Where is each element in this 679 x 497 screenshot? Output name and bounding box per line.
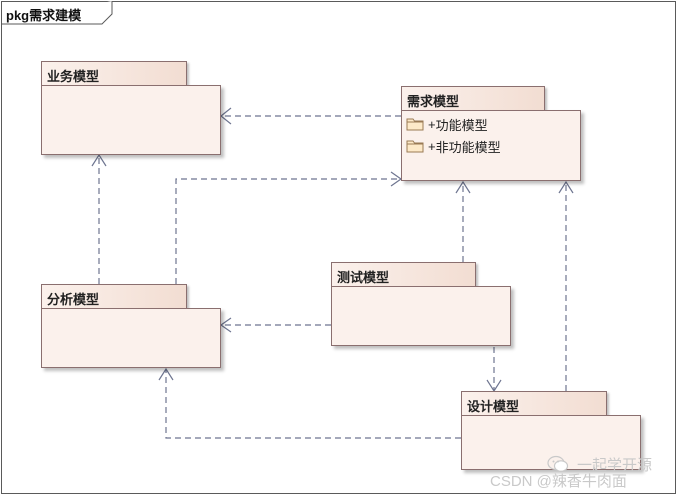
package-test[interactable]: 测试模型: [331, 262, 511, 347]
package-test-body: [331, 286, 511, 346]
member-nonfunctional-model[interactable]: + 非功能模型: [406, 137, 501, 155]
package-test-name: 测试模型: [337, 270, 390, 285]
arrowhead-requirements-bottom-2: [558, 180, 574, 194]
package-analysis[interactable]: 分析模型: [41, 284, 221, 369]
package-requirements-name: 需求模型: [407, 94, 460, 109]
package-test-tab: 测试模型: [331, 262, 476, 287]
arrowhead-requirements-bottom-1: [455, 180, 471, 194]
package-requirements[interactable]: 需求模型 + 功能模型 + 非功能模型: [401, 86, 581, 182]
member-name: 非功能模型: [435, 139, 501, 155]
package-design[interactable]: 设计模型: [461, 391, 641, 471]
wechat-icon: [547, 455, 569, 472]
arrowhead-analysis-right: [219, 317, 232, 333]
frame-tab: [1, 1, 113, 25]
arrowhead-business-right: [220, 107, 232, 125]
package-design-tab: 设计模型: [461, 391, 607, 416]
package-business[interactable]: 业务模型: [41, 61, 221, 156]
package-design-name: 设计模型: [467, 399, 520, 414]
dependency-design-to-analysis: [165, 369, 461, 439]
member-visibility: +: [428, 116, 436, 132]
arrowhead-analysis-bottom: [158, 367, 174, 381]
folder-icon: [406, 140, 424, 153]
package-business-tab: 业务模型: [41, 61, 187, 86]
watermark-csdn: CSDN @辣香牛肉面: [490, 473, 627, 490]
package-analysis-body: [41, 308, 221, 368]
package-design-body: [461, 415, 641, 470]
folder-icon: [406, 118, 424, 131]
member-visibility: +: [428, 138, 436, 154]
package-analysis-name: 分析模型: [47, 292, 100, 307]
dependency-analysis-to-requirements: [175, 178, 401, 284]
package-requirements-body: + 功能模型 + 非功能模型: [401, 110, 581, 181]
package-analysis-tab: 分析模型: [41, 284, 187, 309]
member-functional-model[interactable]: + 功能模型: [406, 115, 488, 133]
frame-label: pkg需求建模: [6, 8, 82, 23]
member-name: 功能模型: [435, 117, 488, 133]
package-business-name: 业务模型: [47, 69, 100, 84]
watermark-wechat: 一起学开源: [577, 457, 653, 474]
package-business-body: [41, 85, 221, 155]
package-requirements-tab: 需求模型: [401, 86, 545, 111]
arrowhead-business-bottom: [91, 153, 107, 167]
